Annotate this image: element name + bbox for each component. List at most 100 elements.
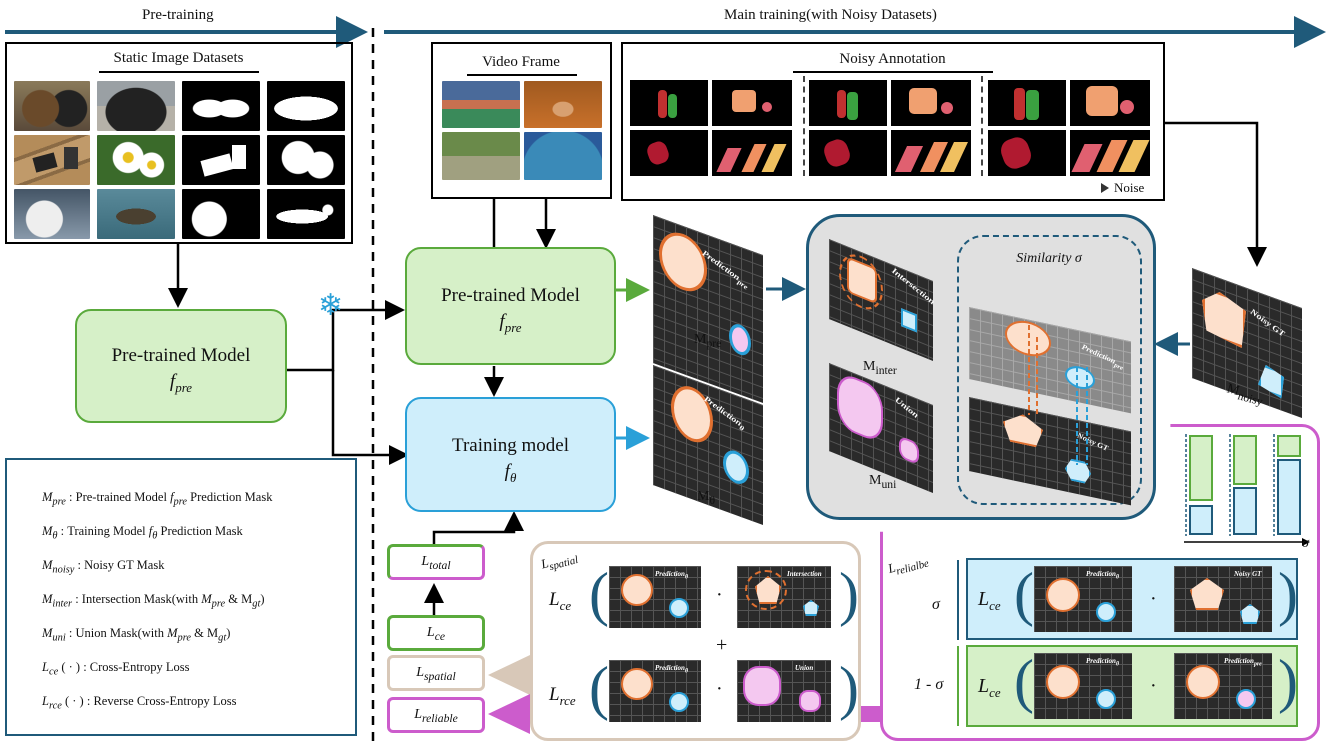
reliable-lce-2: Lce — [978, 675, 1001, 700]
reliable-dot-2: · — [1150, 675, 1157, 697]
devices-mask — [182, 135, 260, 185]
legend-box: Mpre : Pre-trained Model fpre Prediction… — [5, 458, 357, 736]
duck-mask — [267, 189, 345, 239]
tennis-frame — [442, 81, 520, 128]
static-title-underline — [99, 71, 259, 73]
legend-item: Minter : Intersection Mask(with Mpre & M… — [42, 592, 265, 610]
daisy-mask — [267, 135, 345, 185]
reliable-pred-pre: Predictionpre — [1174, 653, 1272, 719]
reliable-sigma-row: Lce ( Predictionθ · Noisy GT ) — [966, 558, 1298, 640]
dolphins-frame — [524, 132, 602, 180]
video-title-underline — [467, 74, 577, 76]
reliable-one-minus-sigma-row: Lce ( Predictionθ · Predictionpre ) — [966, 645, 1298, 727]
pretrained-symbol: fpre — [499, 311, 522, 335]
m-uni-label: Muni — [869, 473, 897, 491]
legend-item: Lce ( · ) : Cross-Entropy Loss — [42, 660, 190, 678]
video-frame-title: Video Frame — [482, 54, 560, 70]
sigma-bar-green — [1277, 435, 1301, 457]
pretraining-phase-label: Pre-training — [142, 7, 214, 23]
spatial-union: Union — [737, 660, 831, 722]
noisy-mask-3a — [988, 80, 1066, 126]
spatial-dot-1: · — [716, 584, 723, 606]
car-mask — [267, 81, 345, 131]
reliable-one-minus-sigma: 1 - σ — [914, 676, 944, 693]
sigma-bar-blue — [1189, 505, 1213, 535]
spatial-plus: + — [716, 634, 728, 656]
legend-item: Mnoisy : Noisy GT Mask — [42, 558, 165, 576]
reliable-one-minus-bar — [957, 646, 959, 726]
similarity-title: Similarity σ — [1016, 251, 1082, 266]
spatial-lce-symbol: Lce — [549, 589, 572, 613]
spatial-dot-2: · — [716, 678, 723, 700]
sigma-bar-green — [1233, 435, 1257, 485]
baseball-mask — [182, 189, 260, 239]
l-reliable-box: Lreliable — [387, 697, 485, 733]
reliable-sigma: σ — [932, 596, 940, 613]
sigma-bar-blue — [1233, 487, 1257, 535]
noise-label: Noise — [1114, 180, 1145, 195]
spatial-bracket-open-2: ( — [589, 655, 609, 721]
spatial-pred-theta-2: Predictionθ — [609, 660, 701, 722]
snowflake-icon: ❄ — [318, 289, 344, 322]
training-title: Training model — [452, 435, 569, 456]
noisy-annotation-title: Noisy Annotation — [839, 51, 946, 67]
reliable-lce-1: Lce — [978, 588, 1001, 613]
devices-photo — [14, 135, 90, 185]
dogs-photo — [14, 81, 90, 131]
legend-item: Lrce ( · ) : Reverse Cross-Entropy Loss — [42, 694, 237, 712]
noisy-mask-3c — [988, 130, 1066, 176]
similarity-panel: Intersection Minter Union Muni Similarit… — [806, 214, 1156, 520]
noisy-mask-1b — [712, 80, 792, 126]
noisy-mask-3b — [1070, 80, 1150, 126]
noisy-mask-2c — [809, 130, 887, 176]
noisy-separator-1 — [803, 76, 805, 176]
similarity-connectors — [1028, 325, 1088, 465]
cat-frame — [524, 81, 602, 128]
pretrained-title: Pre-trained Model — [441, 285, 580, 306]
reliable-noisy-gt: Noisy GT — [1174, 566, 1272, 632]
spatial-pred-theta-1: Predictionθ — [609, 566, 701, 628]
sigma-bar-chart — [1184, 434, 1310, 546]
static-image-datasets-panel: Static Image Datasets — [5, 42, 353, 244]
dogs-mask — [182, 81, 260, 131]
car-photo — [97, 81, 175, 131]
sigma-bar-blue — [1277, 459, 1301, 535]
horse-frame — [442, 132, 520, 180]
noisy-mask-1c — [630, 130, 708, 176]
l-ce-box: Lce — [387, 615, 485, 651]
noisy-mask-1d — [712, 130, 792, 176]
l-spatial-box: Lspatial — [387, 655, 485, 691]
spatial-bracket-close-2: ) — [839, 655, 859, 721]
spatial-intersection: Intersection — [737, 566, 831, 628]
video-frame-panel: Video Frame — [431, 42, 612, 199]
noisy-mask-2d — [891, 130, 971, 176]
noisy-mask-3d — [1070, 130, 1150, 176]
sigma-axis-label: σ — [1302, 536, 1309, 551]
spatial-panel-label: Lspatial — [539, 553, 580, 574]
noise-arrow — [631, 183, 1109, 193]
intersection-plane: Intersection — [829, 239, 936, 362]
static-datasets-title: Static Image Datasets — [113, 50, 244, 66]
main-training-phase-label: Main training(with Noisy Datasets) — [724, 7, 937, 23]
legend-item: Mθ : Training Model fθ Prediction Mask — [42, 524, 243, 542]
noisy-annotation-panel: Noisy Annotation Noise — [621, 42, 1165, 201]
pretrained-left-title: Pre-trained Model — [111, 345, 251, 366]
baseball-photo — [14, 189, 90, 239]
training-model: Training model fθ — [405, 397, 616, 512]
noisy-title-underline — [793, 71, 993, 73]
l-total-box: Ltotal — [387, 544, 485, 580]
legend-item: Muni : Union Mask(with Mpre & Mgt) — [42, 626, 231, 644]
m-inter-label: Minter — [863, 359, 897, 377]
pretrained-model: Pre-trained Model fpre — [405, 247, 616, 365]
spatial-loss-panel: Lspatial Lce ( Predictionθ · Intersectio… — [530, 541, 861, 741]
spatial-bracket-close-1: ) — [839, 561, 859, 627]
similarity-inner-panel: Similarity σ Predictionpre Noisy GT — [957, 235, 1142, 506]
pretrained-left-symbol: fpre — [169, 371, 193, 395]
reliable-pred-theta-1: Predictionθ — [1034, 566, 1132, 632]
noisy-mask-2b — [891, 80, 971, 126]
reliable-pred-theta-2: Predictionθ — [1034, 653, 1132, 719]
pretrained-model-left: Pre-trained Model fpre — [75, 309, 287, 423]
legend-item: Mpre : Pre-trained Model fpre Prediction… — [42, 490, 273, 508]
m-pre-label: Mpre — [694, 332, 722, 350]
